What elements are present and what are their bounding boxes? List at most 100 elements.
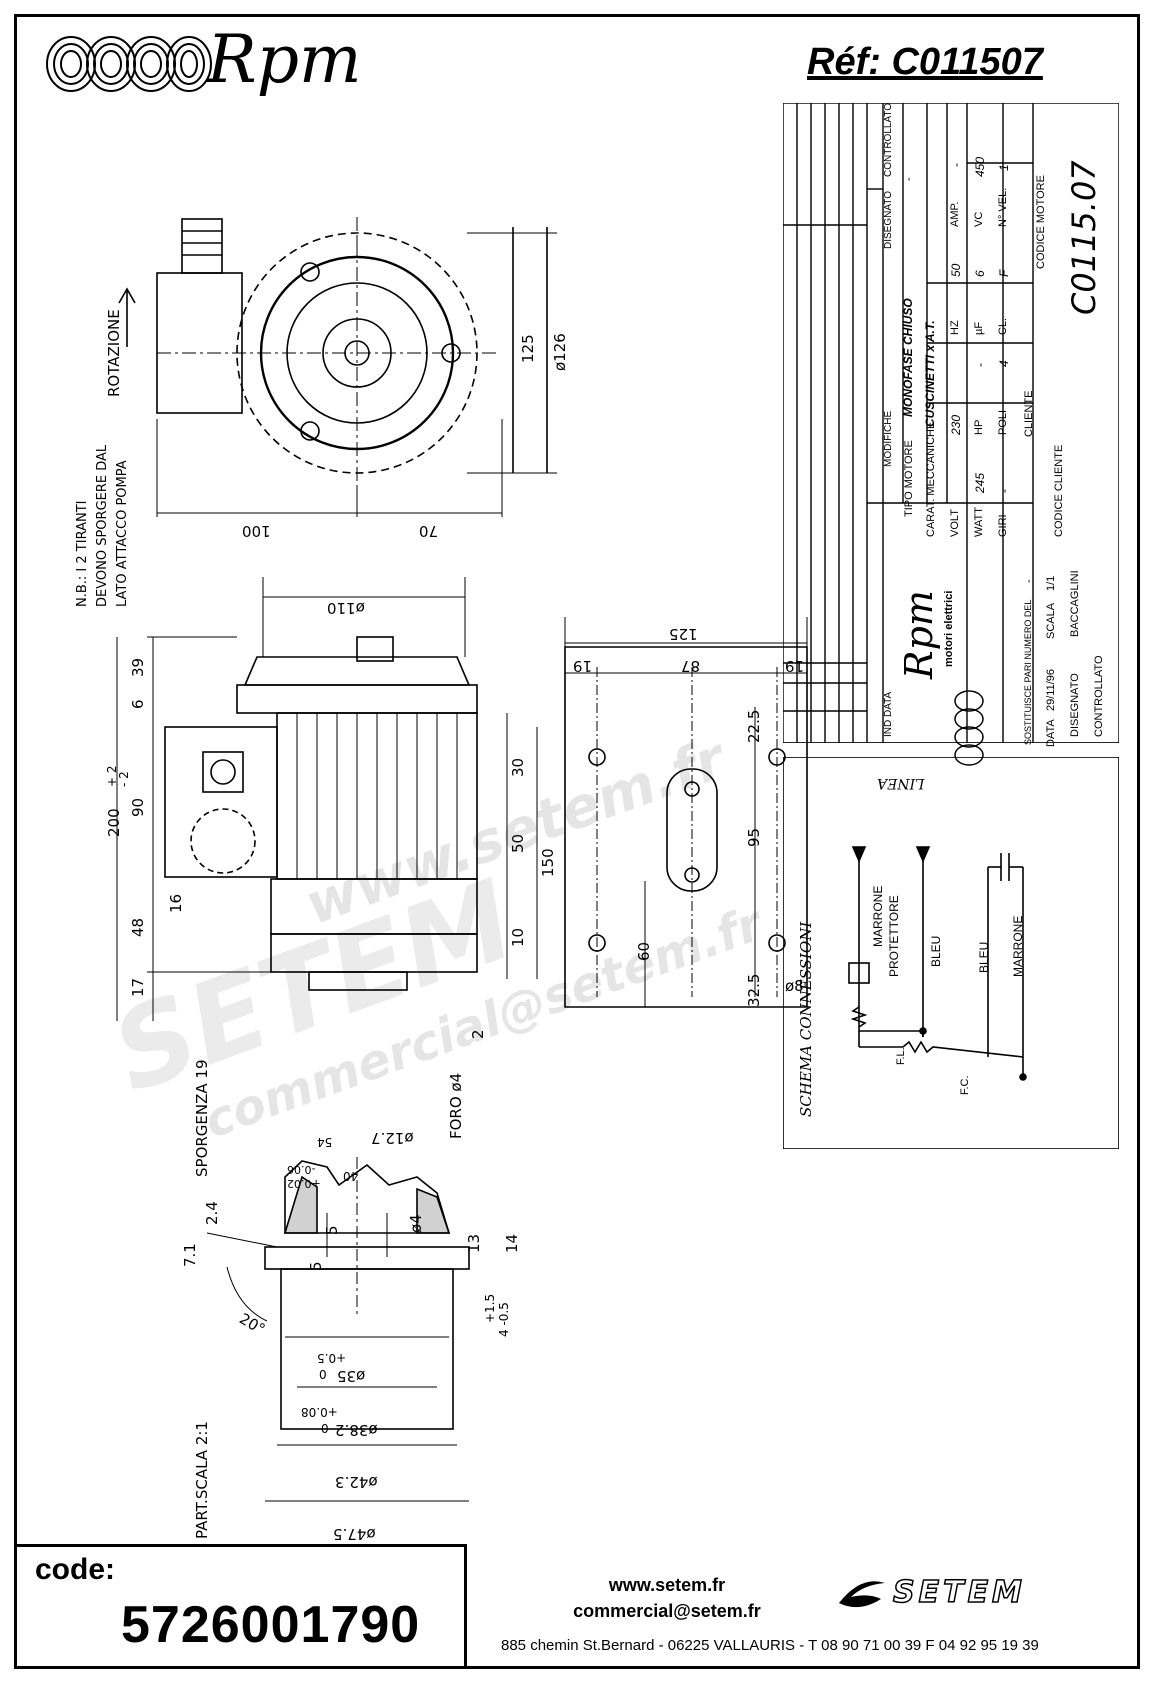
tb-watt: 245 — [973, 472, 987, 493]
tb-controllato-label: CONTROLLATO — [1093, 655, 1105, 738]
tb-data: 29/11/96 — [1045, 668, 1057, 711]
detail-section — [206, 1157, 470, 1502]
dim-detail-tol-1-5: +1.5 — [483, 1293, 497, 1323]
dim-flange-22-5: 22.5 — [745, 709, 763, 743]
tb-data-label: DATA — [1045, 719, 1057, 747]
dim-detail-12-7: ø12.7 — [371, 1129, 414, 1147]
dim-detail-tol-minus: -0.06 — [287, 1163, 316, 1176]
tb-scala-label: SCALA — [1045, 602, 1057, 639]
dim-detail-14: 14 — [503, 1233, 521, 1253]
tb-scala: 1/1 — [1045, 575, 1057, 591]
dim-side-16: 16 — [167, 893, 185, 913]
dim-side-50: 50 — [509, 833, 527, 853]
dim-front-height-125: 125 — [519, 334, 537, 363]
side-view — [116, 577, 538, 1021]
code-value: 5726001790 — [121, 1596, 421, 1654]
tb-volt-label: VOLT — [949, 509, 961, 537]
tb-cl-label: CL. — [997, 317, 1009, 335]
tb-disegnato-label: DISEGNATO — [1069, 673, 1081, 737]
dim-detail-5-bottom: 5 — [307, 1261, 325, 1271]
code-label: code: — [35, 1553, 116, 1586]
drawing-sheet: Rpm Réf: C011507 — [14, 14, 1140, 1669]
tb-carat: CUSCINETTI x A.T. — [923, 320, 937, 427]
tb-ind-header: IND — [883, 719, 894, 737]
tb-watt-label: WATT — [973, 507, 985, 537]
dim-side-30: 30 — [509, 757, 527, 777]
schema-fl-label: F.L. — [895, 1047, 907, 1065]
dim-side-tol-minus: - 2 — [117, 771, 131, 787]
technical-drawing — [116, 217, 808, 1502]
tb-uf-label: µF — [973, 321, 985, 335]
dim-detail-38-tol-plus: +0.08 — [301, 1405, 338, 1419]
tb-poli-label: POLI — [997, 409, 1009, 435]
dim-flange-87: 87 — [681, 657, 701, 675]
rotation-arrow-icon — [118, 287, 136, 347]
dim-detail-35-tol-plus: +0.5 — [317, 1351, 347, 1365]
dim-detail-35-tol-zero: 0 — [319, 1367, 327, 1381]
tb-disegnato-header: DISEGNATO — [883, 191, 894, 249]
brand-wordmark: Rpm — [207, 21, 362, 98]
dim-detail-42-3: ø42.3 — [335, 1473, 378, 1491]
schema-title: SCHEMA CONNESSIONI — [797, 921, 815, 1117]
tb-uf: 6 — [973, 270, 987, 277]
note-line-2: DEVONO SPORGERE DAL — [95, 444, 110, 607]
tb-hp: - — [973, 363, 987, 367]
tb-volt: 230 — [949, 414, 963, 435]
dim-side-39: 39 — [129, 657, 147, 677]
dim-flange-60: 60 — [635, 941, 653, 961]
tb-company: Rpm — [897, 590, 941, 679]
tb-cliente-label: CLIENTE — [1023, 390, 1035, 437]
tb-poli: 4 — [997, 360, 1011, 367]
schema-wire-bleu-1: BLEU — [929, 935, 943, 967]
schema-wire-bleu-2: BLEU — [977, 941, 991, 973]
dim-side-10: 10 — [509, 927, 527, 947]
dim-detail-38-tol-zero: 0 — [321, 1421, 329, 1435]
wiring-schema — [783, 757, 1119, 1149]
dim-flange-95: 95 — [745, 827, 763, 847]
note-line-3: LATO ATTACCO POMPA — [115, 460, 130, 607]
tb-cl: F — [997, 269, 1011, 277]
tb-hp-label: HP — [973, 419, 985, 435]
dim-detail-7-1: 7.1 — [181, 1243, 199, 1267]
rotation-label: ROTAZIONE — [105, 309, 123, 397]
dim-detail-40: 40 — [343, 1169, 359, 1183]
setem-swoosh-icon — [839, 1581, 885, 1608]
dim-flange-hole-8: ø8 — [785, 977, 804, 995]
note-line-1: N.B.: I 2 TIRANTI — [75, 500, 90, 607]
footer-web-link[interactable]: www.setem.fr — [608, 1575, 726, 1595]
tb-coil-logo-icon — [954, 690, 984, 766]
tb-vc: 450 — [973, 156, 987, 177]
tb-nvel-label: N° VEL. — [997, 187, 1009, 227]
tb-tipo-motore-label: TIPO MOTORE — [903, 440, 915, 517]
footer-email-link[interactable]: commercial@setem.fr — [573, 1601, 761, 1621]
dim-front-diameter-126: ø126 — [551, 333, 569, 371]
tb-nvel: 1 — [997, 164, 1011, 171]
dim-detail-tol-plus: +0.02 — [287, 1177, 321, 1190]
tb-hz: 50 — [949, 263, 963, 277]
tb-amp: - — [949, 163, 963, 167]
tb-sostituisce-label: SOSTITUISCE PARI NUMERO DEL — [1023, 599, 1033, 745]
dim-side-90: 90 — [129, 797, 147, 817]
footer-brand: SETEM — [892, 1574, 1026, 1611]
tb-codice-motore: C0115.07 — [1065, 160, 1103, 315]
reference-number: Réf: C011507 — [807, 41, 1043, 83]
dim-side-diameter-110: ø110 — [327, 599, 365, 617]
tb-vc-label: VC — [973, 211, 985, 227]
schema-linea-label: LINEA — [877, 775, 925, 791]
dim-detail-5-top: 5 — [323, 1225, 341, 1235]
tb-sostituisce: - — [1023, 579, 1035, 583]
dim-side-2: 2 — [469, 1029, 487, 1039]
schema-wire-marrone-2: MARRONE — [1011, 915, 1025, 977]
dim-detail-2-4: 2.4 — [203, 1201, 221, 1225]
dim-side-200: 200 — [105, 808, 123, 837]
tb-tipo-motore: MONOFASE CHIUSO — [901, 298, 915, 417]
schema-fc-label: F.C. — [959, 1075, 971, 1095]
dim-front-width-70: 70 — [419, 522, 439, 540]
tb-amp-label: AMP. — [949, 201, 961, 227]
dim-detail-47-5: ø47.5 — [333, 1525, 376, 1543]
dim-flange-19-left: 19 — [573, 657, 593, 675]
schema-wire-marrone-1: MARRONE — [871, 885, 885, 947]
dim-detail-13: 13 — [465, 1233, 483, 1253]
dim-front-width-100: 100 — [242, 522, 271, 540]
dim-detail-4: ø4 — [407, 1214, 425, 1233]
